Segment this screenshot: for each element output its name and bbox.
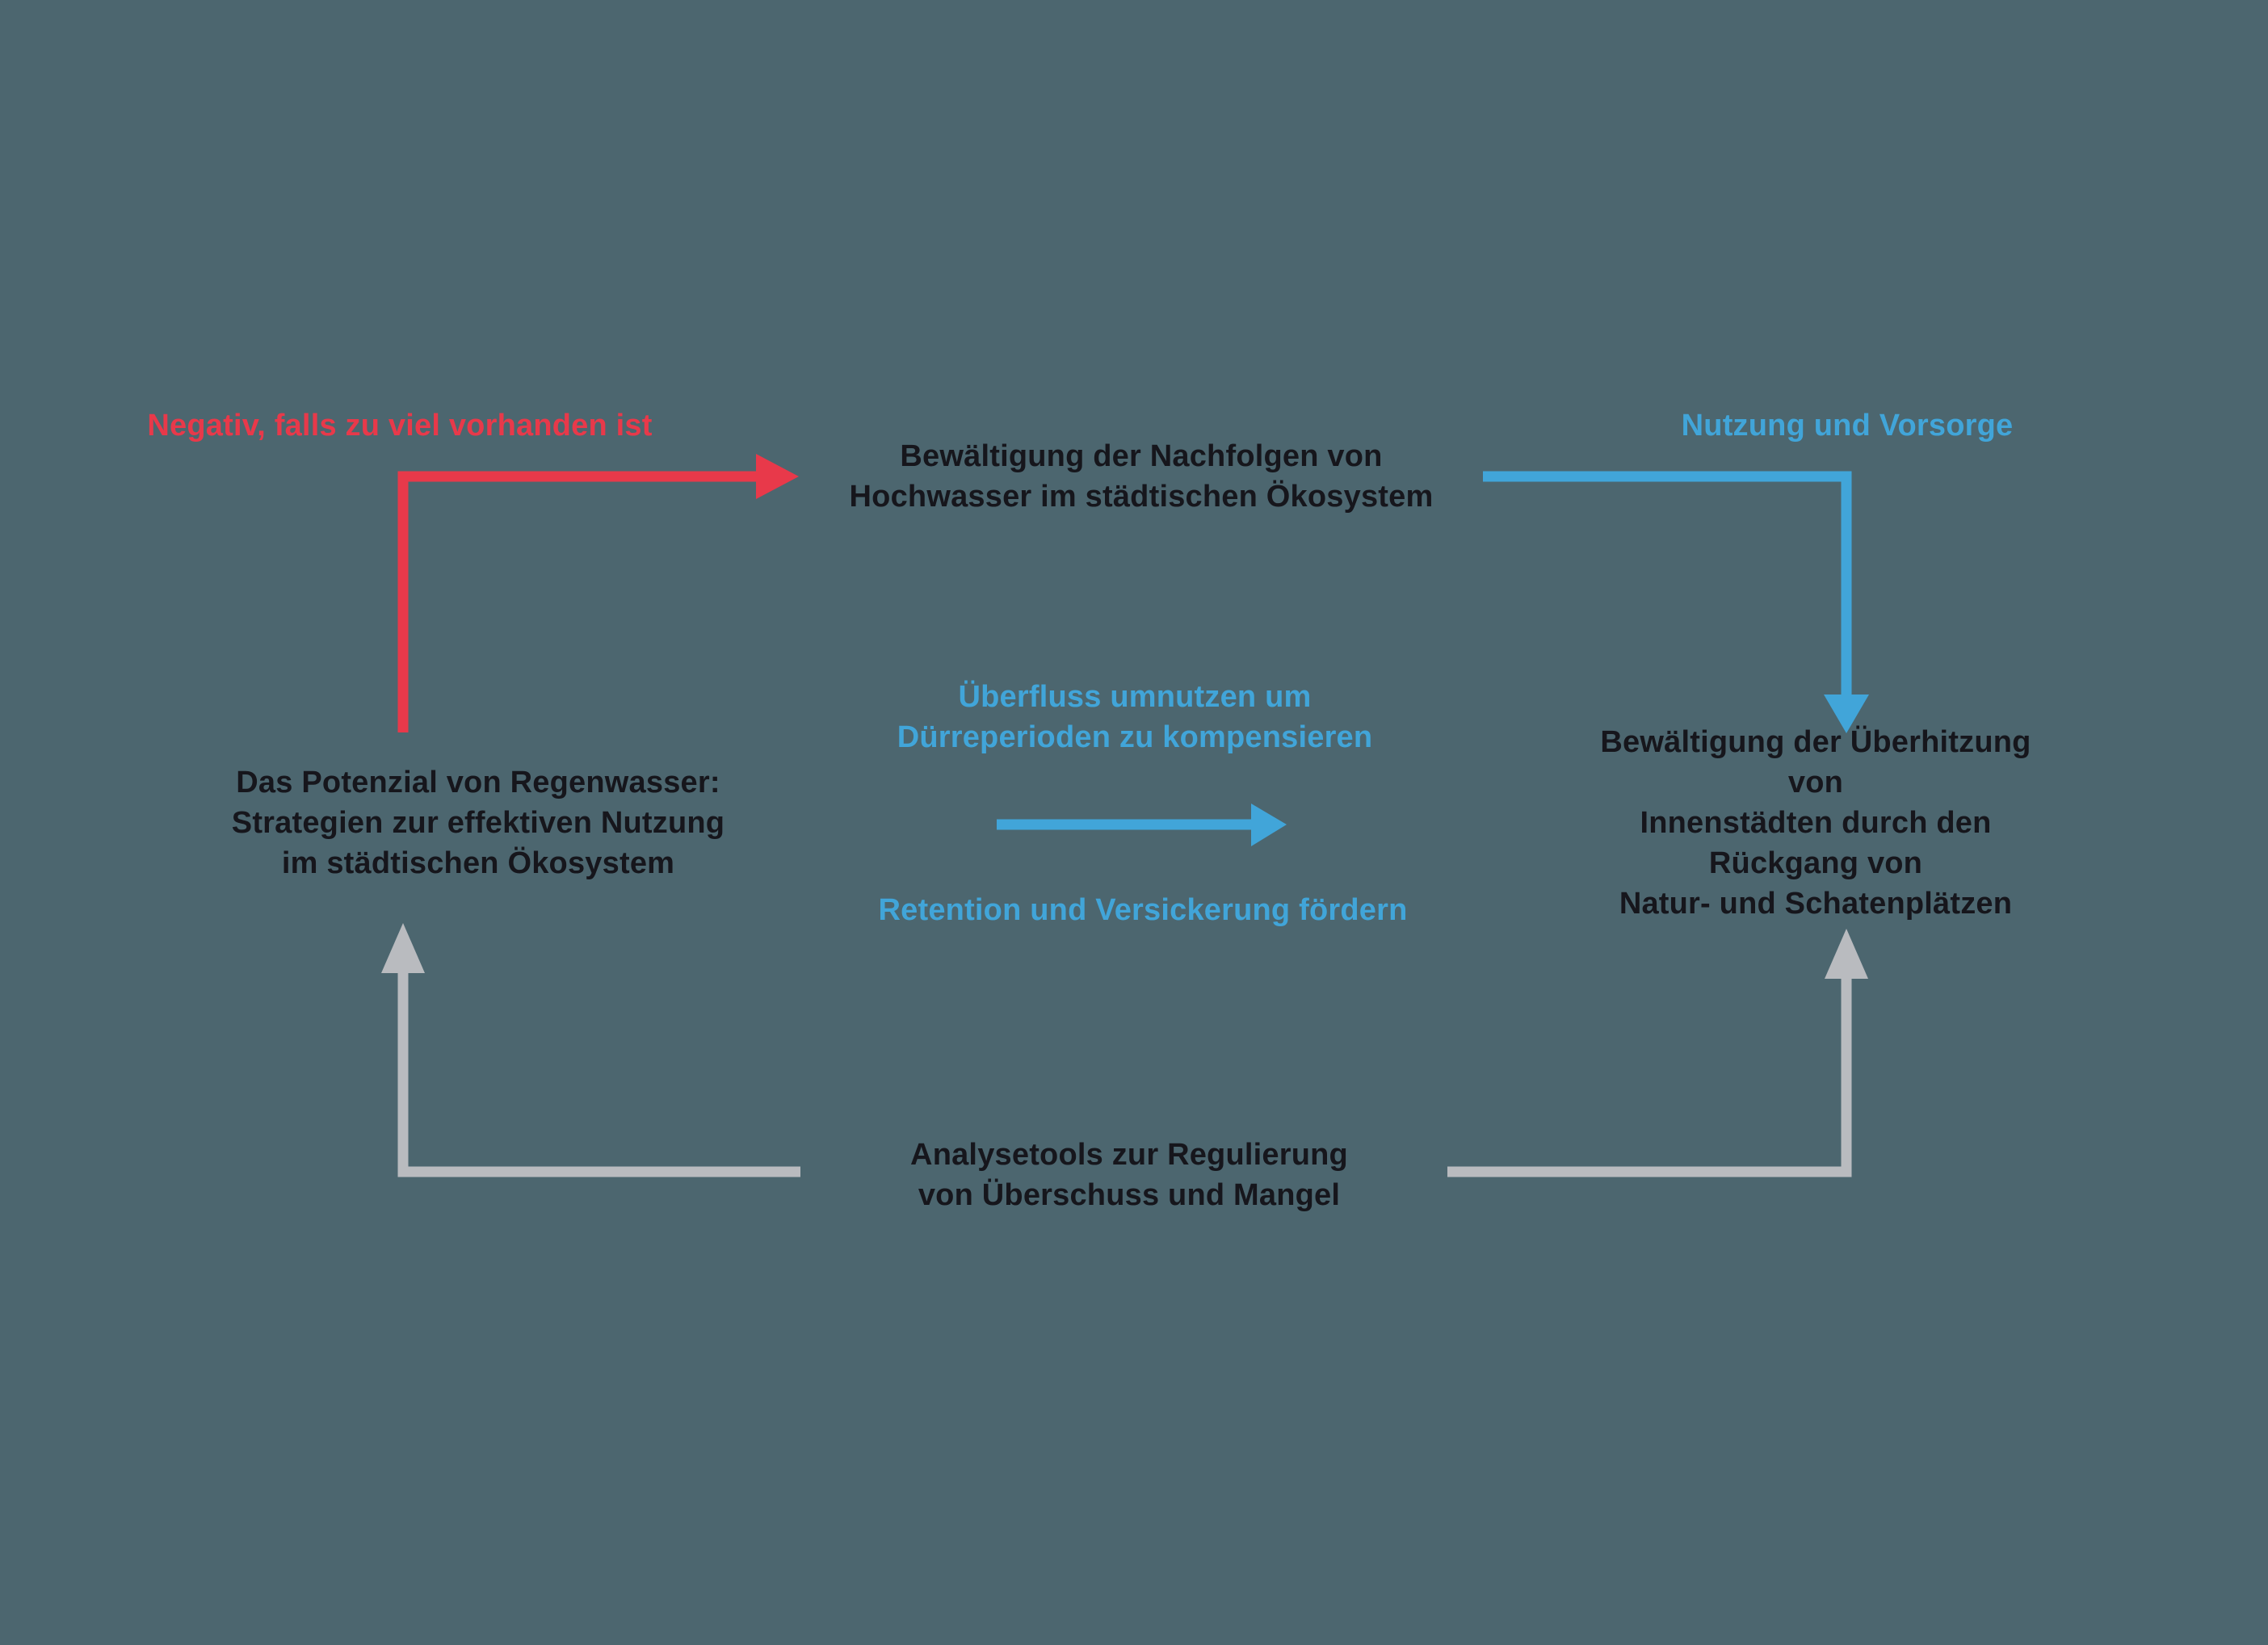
blue-elbow-line xyxy=(1483,471,1852,696)
red-elbow-arrow xyxy=(397,454,799,732)
node-rainwater-potential: Das Potenzial von Regenwasser: Strategie… xyxy=(231,766,725,880)
blue-straight-arrow xyxy=(997,804,1287,846)
edge-label-nutzung-vorsorge: Nutzung und Vorsorge xyxy=(1681,409,2014,443)
gray-left-elbow-arrow xyxy=(381,923,800,1177)
edge-label-retention: Retention und Versickerung fördern xyxy=(878,893,1408,927)
blue-arrowhead-right-icon xyxy=(1251,804,1287,846)
gray-right-elbow-arrow xyxy=(1447,929,1868,1177)
edge-label-negative: Negativ, falls zu viel vorhanden ist xyxy=(147,409,653,443)
node-overheating: Bewältigung der Überhitzung von Innenstä… xyxy=(1600,725,2031,921)
node-flood-consequences: Bewältigung der Nachfolgen von Hochwasse… xyxy=(849,439,1434,514)
edge-label-ueberfluss: Überfluss umnutzen um Dürreperioden zu k… xyxy=(897,680,1373,754)
gray-left-line xyxy=(397,973,800,1177)
gray-right-line xyxy=(1447,979,1852,1177)
node-analysis-tools: Analysetools zur Regulierung von Übersch… xyxy=(910,1138,1348,1212)
red-arrowhead-right-icon xyxy=(756,454,799,499)
blue-arrowhead-down-icon xyxy=(1824,695,1869,733)
blue-elbow-arrow xyxy=(1483,471,1869,733)
gray-arrowhead-up-right-icon xyxy=(1825,929,1868,979)
gray-arrowhead-up-left-icon xyxy=(381,923,425,973)
red-arrow-line xyxy=(397,471,759,732)
